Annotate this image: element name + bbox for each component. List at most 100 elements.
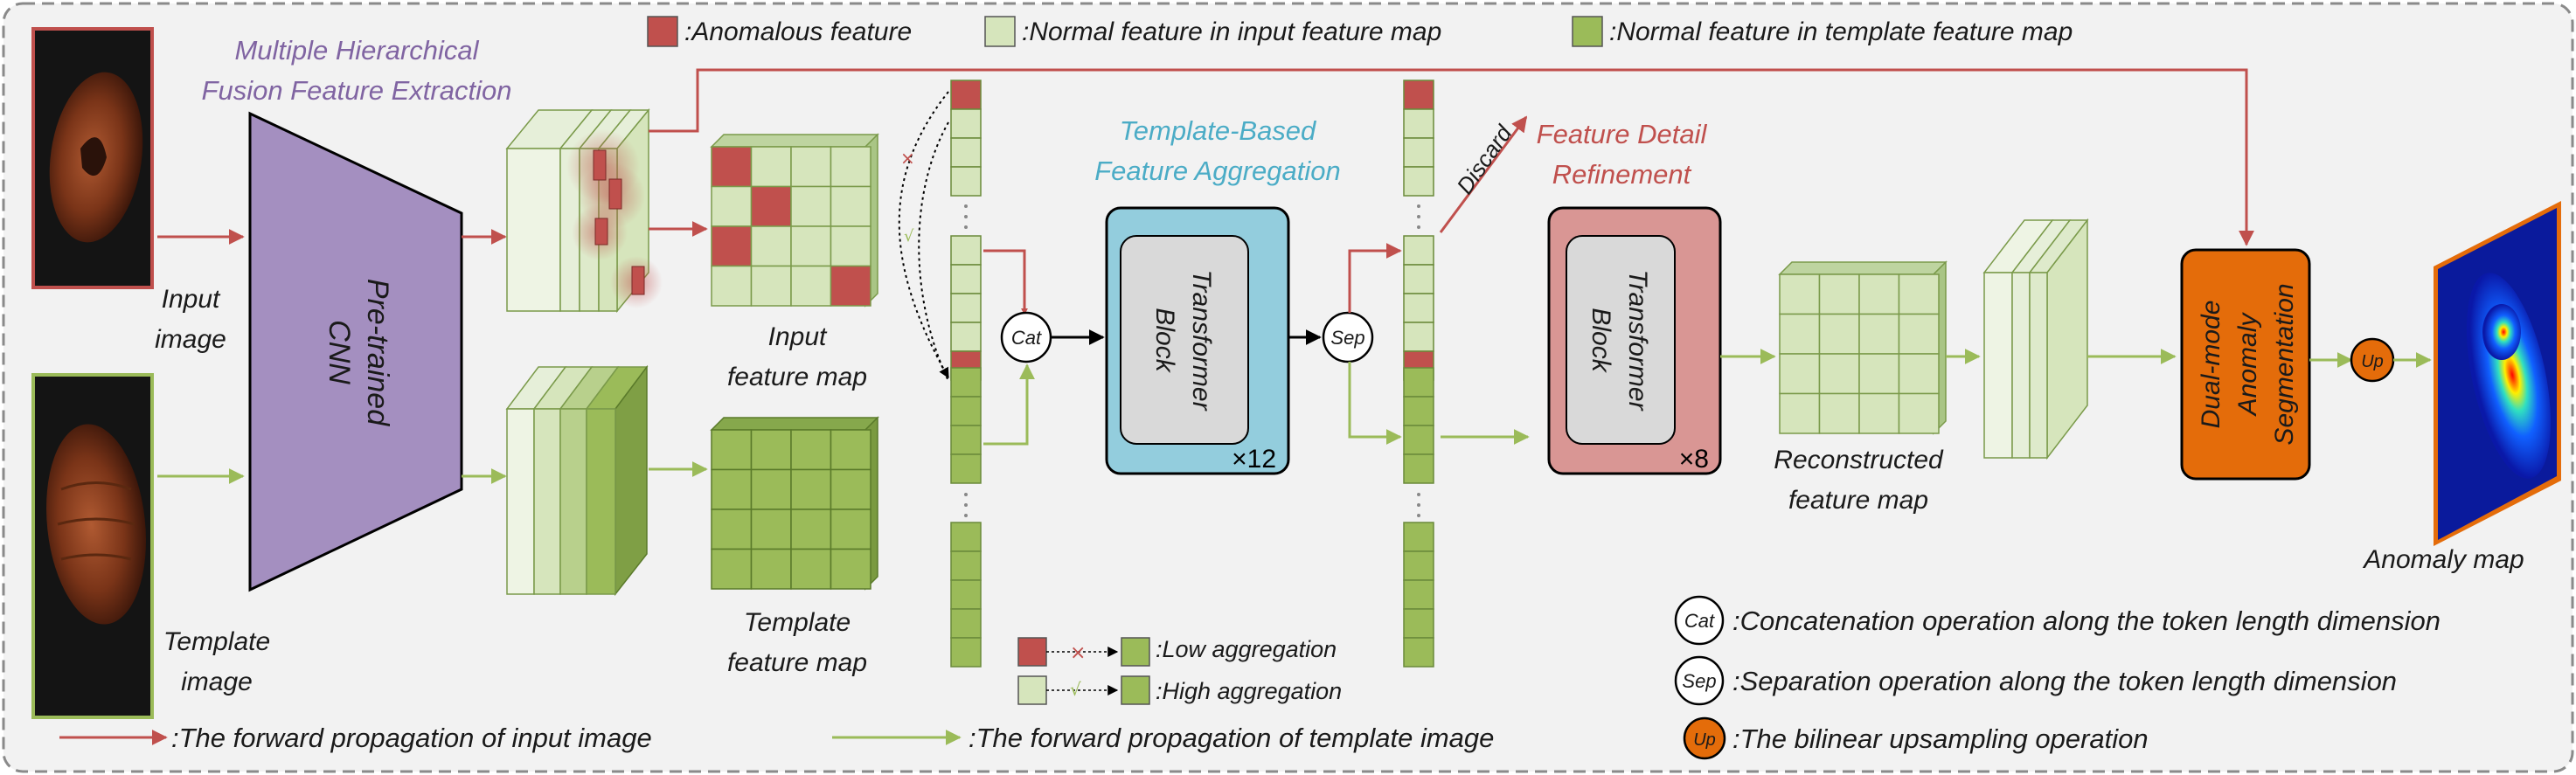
refinement-title-line1: Feature Detail: [1537, 119, 1708, 149]
refinement-block-label-line2: Block: [1587, 308, 1615, 373]
feature-cell: [711, 509, 753, 550]
feature-cell: [830, 509, 871, 550]
token: [950, 166, 982, 197]
extraction-title-line1: Multiple Hierarchical: [234, 35, 479, 66]
anomaly-map-label: Anomaly map: [2362, 545, 2524, 574]
legend-sep-symbol: [1674, 655, 1725, 706]
token-ellipsis-dot: [1417, 225, 1420, 229]
token: [950, 637, 982, 668]
token: [950, 80, 982, 110]
sep-to-template-tokens: [1348, 362, 1402, 445]
feature-cell: [1818, 273, 1860, 315]
legend-cat-description: :Concatenation operation along the token…: [1732, 605, 2441, 636]
feature-cell: [830, 185, 871, 227]
dual-mode-segmentation-block: [2180, 248, 2311, 481]
feature-cell: [790, 225, 832, 267]
input-feature-map-label-line1: Input: [768, 322, 828, 351]
reconstructed-map-label-line2: feature map: [1788, 486, 1928, 515]
token: [950, 367, 982, 398]
input-image: [31, 27, 154, 289]
reconstructed-hierarchical-features: [1982, 218, 2089, 460]
legend-template-flow-label: :The forward propagation of template ima…: [969, 723, 1494, 753]
input-feature-map: [710, 133, 879, 308]
template-tokens-to-cat: [983, 363, 1035, 446]
pretrained-cnn: [248, 111, 463, 592]
high-aggregation-label: :High aggregation: [1156, 678, 1342, 704]
feature-cell: [750, 548, 792, 590]
feature-cell: [1858, 273, 1900, 315]
token-ellipsis-dot: [1417, 493, 1420, 496]
input-hierarchical-features: [505, 107, 663, 314]
feature-cell: [830, 429, 871, 471]
aggregation-block-label-line1: Transformer: [1187, 269, 1216, 411]
legend-anomalous-label: :Anomalous feature: [684, 17, 912, 46]
segmentation-label-line3: Segmentation: [2270, 283, 2299, 445]
token: [1403, 367, 1434, 398]
input-feature-map-label-line2: feature map: [727, 363, 867, 391]
token: [950, 522, 982, 552]
cat-operator-label: Cat: [1011, 327, 1042, 349]
legend-normal-template-label: :Normal feature in template feature map: [1609, 17, 2073, 46]
token: [950, 235, 982, 266]
token: [1403, 550, 1434, 581]
refinement-transformer-inner: [1566, 235, 1676, 445]
feature-cell: [711, 265, 753, 307]
legend-up-description: :The bilinear upsampling operation: [1732, 723, 2149, 754]
high-aggregation-check: √: [904, 227, 914, 246]
refinement-block-label-line1: Transformer: [1623, 269, 1652, 411]
token: [1403, 608, 1434, 639]
feature-cell: [1898, 273, 1940, 315]
feature-cell: [1858, 353, 1900, 395]
anomaly-map: [2434, 201, 2561, 546]
token: [950, 293, 982, 323]
feature-cell: [1898, 392, 1940, 434]
aggregation-arc-high: [918, 121, 949, 382]
feature-cell: [1858, 313, 1900, 355]
sep-operator-label: Sep: [1330, 327, 1364, 349]
legend-cat-symbol-label: Cat: [1684, 610, 1715, 632]
sep-to-input-tokens: [1348, 243, 1402, 313]
token: [950, 608, 982, 639]
feature-cell: [1779, 392, 1821, 434]
feature-cell: [1779, 313, 1821, 355]
token: [1403, 579, 1434, 610]
feature-cell: [750, 429, 792, 471]
low-aggregation-cross: ×: [900, 148, 915, 169]
token: [1403, 637, 1434, 668]
token-ellipsis-dot: [964, 514, 968, 517]
feature-cell: [1858, 392, 1900, 434]
token: [1403, 322, 1434, 352]
input-image-label-line2: image: [155, 325, 226, 354]
template-feature-map-label-line2: feature map: [727, 648, 867, 677]
token: [950, 579, 982, 610]
token: [1403, 453, 1434, 484]
aggregation-arc-low: [898, 91, 949, 379]
token-ellipsis-dot: [964, 215, 968, 218]
feature-cell: [711, 468, 753, 510]
feature-cell: [790, 146, 832, 188]
reconstructed-map-label-line1: Reconstructed: [1774, 446, 1944, 474]
token-sequence-input: [950, 80, 982, 381]
refinement-title-line2: Refinement: [1552, 159, 1692, 190]
feature-cell: [711, 429, 753, 471]
token: [1403, 137, 1434, 168]
template-hierarchical-features: [505, 364, 649, 597]
token-ellipsis-dot: [964, 225, 968, 229]
aggregation-block-label-line2: Block: [1150, 308, 1179, 373]
feature-cell: [750, 468, 792, 510]
legend-cat-symbol: [1674, 595, 1725, 646]
token: [950, 425, 982, 455]
legend-up-symbol-label: Up: [1693, 730, 1716, 750]
feature-cell: [830, 225, 871, 267]
feature-cell: [711, 225, 753, 267]
up-operator-label: Up: [2361, 352, 2384, 371]
template-image-label-line1: Template: [163, 627, 270, 656]
feature-cell: [1779, 353, 1821, 395]
token: [950, 322, 982, 352]
extraction-title-line2: Fusion Feature Extraction: [202, 75, 512, 106]
token: [1403, 522, 1434, 552]
template-feature-map: [710, 416, 879, 591]
feature-cell: [711, 185, 753, 227]
feature-cell: [1779, 273, 1821, 315]
